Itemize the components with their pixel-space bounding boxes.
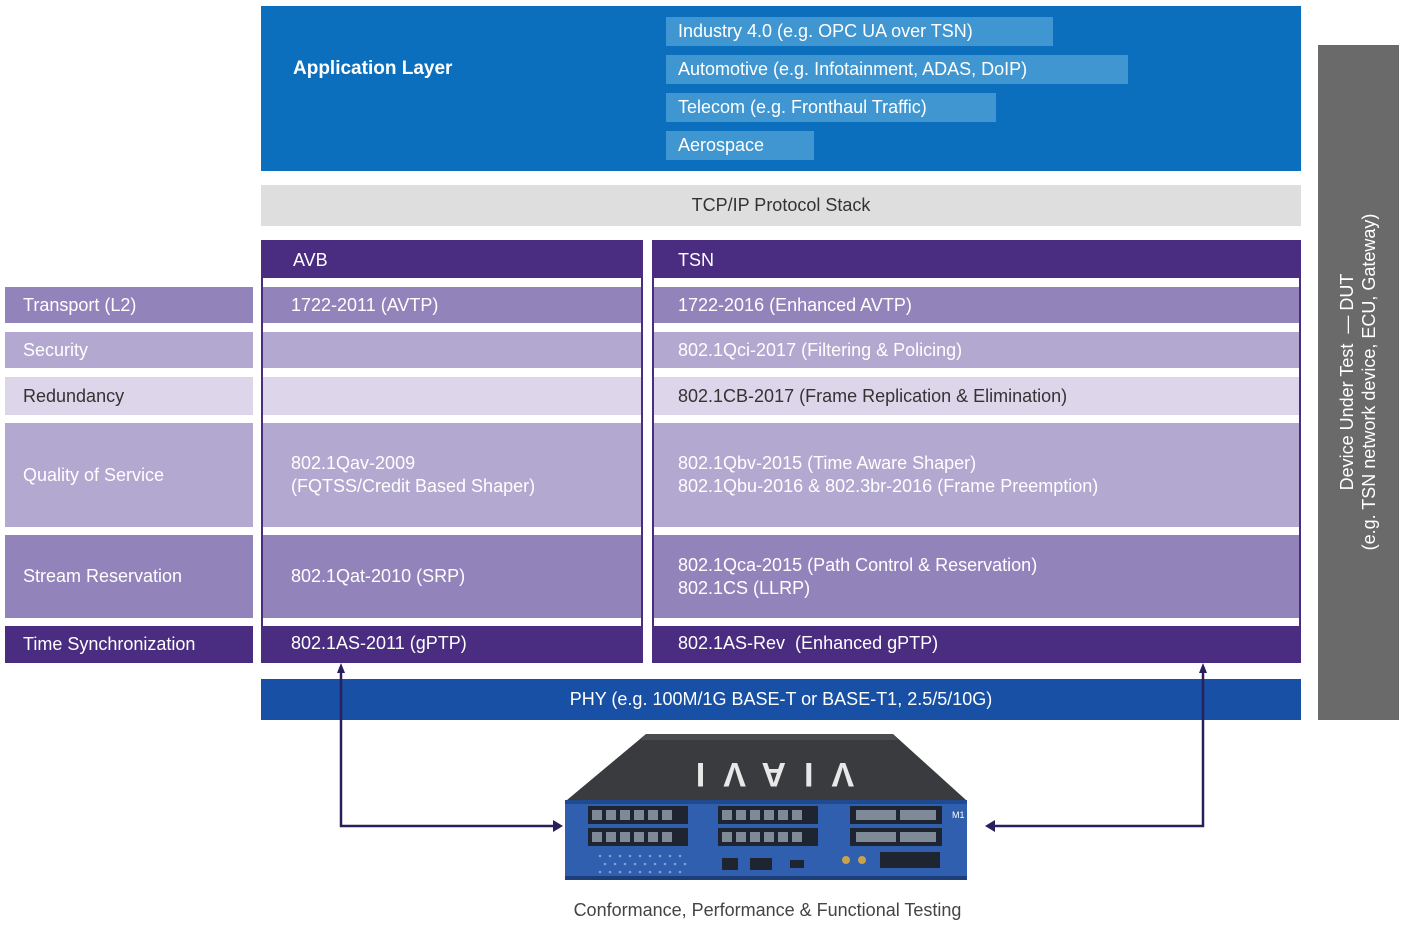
tsn-cell-security: 802.1Qci-2017 (Filtering & Policing) — [654, 332, 1299, 368]
application-layer-title: Application Layer — [293, 58, 453, 79]
tsn-qos-line-2: 802.1Qbu-2016 & 802.3br-2016 (Frame Pree… — [678, 476, 1099, 496]
row-label-security: Security — [5, 332, 253, 368]
device-model: M1 — [952, 810, 965, 820]
device-logo: VIAVI — [678, 755, 854, 793]
avb-srp-text: 802.1Qat-2010 (SRP) — [291, 566, 466, 586]
avb-cell-transport: 1722-2011 (AVTP) — [263, 287, 641, 323]
tsn-transport-text: 1722-2016 (Enhanced AVTP) — [678, 294, 912, 315]
left-arrow — [337, 663, 563, 832]
caption: Conformance, Performance & Functional Te… — [573, 900, 962, 920]
app-item-telecom: Telecom (e.g. Fronthaul Traffic) — [666, 93, 996, 122]
tsn-qos-line-1: 802.1Qbv-2015 (Time Aware Shaper) — [678, 453, 977, 473]
app-item-automotive: Automotive (e.g. Infotainment, ADAS, DoI… — [666, 55, 1128, 84]
tsn-gptp-text: 802.1AS-Rev (Enhanced gPTP) — [678, 633, 939, 653]
avb-qos-line-2: (FQTSS/Credit Based Shaper) — [291, 476, 536, 496]
tsn-header: TSN — [654, 242, 1299, 278]
tsn-cell-time-sync: 802.1AS-Rev (Enhanced gPTP) — [654, 626, 1299, 661]
tsn-sr-line-1: 802.1Qca-2015 (Path Control & Reservatio… — [678, 554, 1038, 575]
avb-cell-redundancy — [263, 377, 641, 415]
tsn-redundancy-text: 802.1CB-2017 (Frame Replication & Elimin… — [678, 385, 1068, 406]
device-top-panel — [567, 734, 966, 800]
avb-qos-line-1: 802.1Qav-2009 — [291, 453, 416, 473]
tsn-cell-redundancy: 802.1CB-2017 (Frame Replication & Elimin… — [654, 377, 1299, 415]
row-label-time-synchronization: Time Synchronization — [5, 626, 253, 663]
dut-sidebar: Device Under Test — DUT (e.g. TSN networ… — [1318, 45, 1399, 720]
avb-cell-security — [263, 332, 641, 368]
phy-layer-box: PHY (e.g. 100M/1G BASE-T or BASE-T1, 2.5… — [261, 679, 1301, 720]
viavi-test-device: VIAVI M1 — [565, 734, 967, 880]
avb-header: AVB — [263, 242, 641, 278]
right-arrow — [985, 663, 1207, 832]
avb-cell-quality-of-service: 802.1Qav-2009 (FQTSS/Credit Based Shaper… — [263, 423, 641, 527]
tsn-cell-transport: 1722-2016 (Enhanced AVTP) — [654, 287, 1299, 323]
avb-cell-stream-reservation: 802.1Qat-2010 (SRP) — [263, 535, 641, 618]
tsn-cell-stream-reservation: 802.1Qca-2015 (Path Control & Reservatio… — [654, 535, 1299, 618]
row-label-redundancy: Redundancy — [5, 377, 253, 415]
app-item-industry: Industry 4.0 (e.g. OPC UA over TSN) — [666, 17, 1053, 46]
app-item-aerospace: Aerospace — [666, 131, 814, 160]
tsn-cell-quality-of-service: 802.1Qbv-2015 (Time Aware Shaper) 802.1Q… — [654, 423, 1299, 527]
tsn-security-text: 802.1Qci-2017 (Filtering & Policing) — [678, 339, 963, 360]
tcpip-stack-box: TCP/IP Protocol Stack — [261, 185, 1301, 226]
avb-cell-time-sync: 802.1AS-2011 (gPTP) — [263, 626, 641, 661]
avb-gptp-text: 802.1AS-2011 (gPTP) — [291, 633, 467, 653]
avb-transport-text: 1722-2011 (AVTP) — [291, 294, 439, 315]
row-label-transport: Transport (L2) — [5, 287, 253, 323]
row-label-quality-of-service: Quality of Service — [5, 423, 253, 527]
row-label-stream-reservation: Stream Reservation — [5, 535, 253, 618]
tsn-sr-line-2: 802.1CS (LLRP) — [678, 577, 811, 598]
